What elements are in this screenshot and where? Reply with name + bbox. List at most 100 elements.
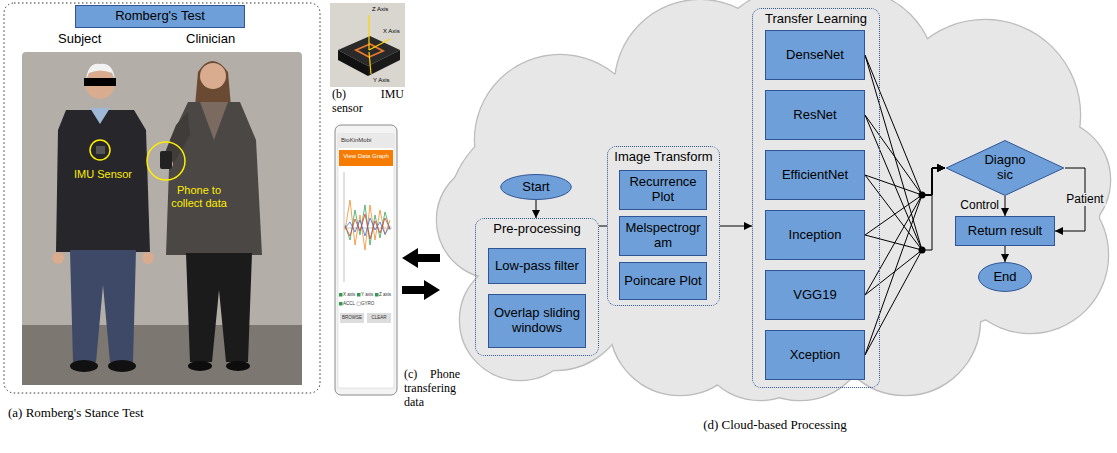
process-box: Overlap sliding windows bbox=[488, 294, 586, 348]
cloud-shape bbox=[437, 0, 1110, 400]
callout-label: Phone to collect data bbox=[166, 184, 232, 209]
junction-wire bbox=[865, 55, 932, 355]
ellipse-outline bbox=[501, 175, 572, 200]
transfer-arrow bbox=[402, 280, 440, 300]
axis-label: X Axis bbox=[383, 28, 400, 35]
photo bbox=[200, 63, 226, 89]
model-box: DenseNet bbox=[765, 30, 865, 80]
screen-button: BROWSE bbox=[340, 315, 364, 320]
photo bbox=[70, 360, 98, 372]
photo bbox=[86, 64, 115, 80]
figure-caption: (a) Romberg's Stance Test bbox=[8, 406, 144, 421]
figure-caption: (d) Cloud-based Processing bbox=[655, 418, 895, 433]
process-box: Return result bbox=[955, 216, 1055, 246]
connector-arrow bbox=[1005, 246, 1006, 262]
screen-text: Y axis bbox=[361, 292, 373, 297]
junction-wire bbox=[919, 247, 926, 254]
node-text: Recurrence Plot bbox=[624, 175, 702, 205]
photo bbox=[22, 52, 302, 385]
axis-label: Y Axis bbox=[373, 77, 390, 84]
figure-caption: (c) Phone transfering data bbox=[404, 368, 460, 409]
group-title: Image Transform bbox=[608, 147, 719, 165]
connector-arrow bbox=[865, 55, 945, 195]
axis-label: Z Axis bbox=[372, 6, 388, 13]
node-text: VGG19 bbox=[793, 288, 836, 303]
cloud-shape bbox=[437, 0, 1110, 400]
photo bbox=[56, 110, 150, 252]
photo bbox=[70, 250, 136, 362]
callout-label: IMU Sensor bbox=[68, 168, 138, 181]
junction-wire bbox=[865, 55, 932, 355]
imu-picture bbox=[330, 3, 405, 87]
phone-picture bbox=[339, 302, 343, 306]
connector-arrow bbox=[865, 168, 945, 355]
imu-picture bbox=[330, 3, 405, 87]
imu-picture bbox=[368, 50, 400, 76]
terminal-ellipse: End bbox=[978, 262, 1032, 292]
process-box: Melspectrogr am bbox=[619, 216, 707, 256]
imu-picture bbox=[369, 15, 390, 74]
group-title: Transfer Learning bbox=[753, 9, 879, 27]
connector-arrow bbox=[1005, 196, 1006, 216]
edge-label: Patient bbox=[1064, 193, 1105, 207]
photo bbox=[160, 151, 172, 169]
connector-arrow bbox=[536, 200, 537, 218]
screen-text: Z axis bbox=[379, 292, 391, 297]
photo bbox=[226, 361, 250, 371]
photo bbox=[188, 361, 212, 371]
photo bbox=[85, 69, 115, 99]
node-text: Low-pass filter bbox=[495, 259, 579, 274]
screen-button: CLEAR bbox=[367, 315, 391, 320]
node-text: Romberg's Test bbox=[115, 9, 205, 24]
node-text: Return result bbox=[968, 224, 1042, 239]
phone-picture bbox=[367, 313, 391, 323]
transfer-arrow bbox=[402, 248, 440, 268]
model-box: ResNet bbox=[765, 90, 865, 140]
process-box: Low-pass filter bbox=[488, 248, 586, 284]
connector-arrow bbox=[720, 226, 752, 227]
phone-picture bbox=[344, 172, 392, 282]
group-box: Image TransformRecurrence PlotMelspectro… bbox=[607, 146, 720, 306]
group-title: Pre-processing bbox=[476, 219, 598, 237]
photo bbox=[96, 146, 105, 154]
node-text: DenseNet bbox=[786, 48, 844, 63]
connector-arrow bbox=[865, 168, 945, 295]
phone-picture bbox=[345, 205, 390, 245]
decision-diamond: Diagno sic bbox=[945, 140, 1065, 196]
panel-outline bbox=[4, 3, 320, 393]
model-box: VGG19 bbox=[765, 270, 865, 320]
phone-picture bbox=[338, 134, 394, 388]
person-label: Clinician bbox=[186, 32, 235, 47]
node-text: Melspectrogr am bbox=[624, 221, 702, 251]
person-label: Subject bbox=[58, 32, 101, 47]
photo bbox=[142, 252, 154, 264]
phone-picture bbox=[335, 125, 397, 395]
screen-text: X axis bbox=[343, 292, 355, 297]
node-text: Inception bbox=[789, 228, 842, 243]
node-text: Overlap sliding windows bbox=[493, 306, 581, 336]
connector-group bbox=[536, 55, 1085, 355]
node-text: ResNet bbox=[793, 108, 836, 123]
diamond-outline bbox=[946, 141, 1064, 196]
photo bbox=[200, 102, 228, 140]
phone-picture bbox=[357, 293, 361, 297]
group-box: Transfer LearningDenseNetResNetEfficient… bbox=[752, 8, 880, 388]
cloud-shape bbox=[437, 0, 1110, 400]
ellipse-outline bbox=[979, 263, 1032, 292]
process-box: Recurrence Plot bbox=[619, 170, 707, 210]
phone-picture bbox=[345, 214, 390, 239]
photo bbox=[90, 108, 110, 124]
photo bbox=[186, 253, 252, 362]
phone-picture bbox=[357, 302, 361, 306]
node-text: End bbox=[993, 270, 1016, 285]
process-box: Poincare Plot bbox=[619, 262, 707, 300]
connector-arrow bbox=[865, 115, 945, 195]
photo bbox=[84, 78, 116, 86]
connector-arrow bbox=[599, 226, 607, 227]
photo bbox=[90, 140, 110, 160]
photo bbox=[108, 360, 136, 372]
model-box: Inception bbox=[765, 210, 865, 260]
screen-text: View Data Graph bbox=[339, 153, 393, 160]
phone-picture bbox=[335, 125, 397, 395]
